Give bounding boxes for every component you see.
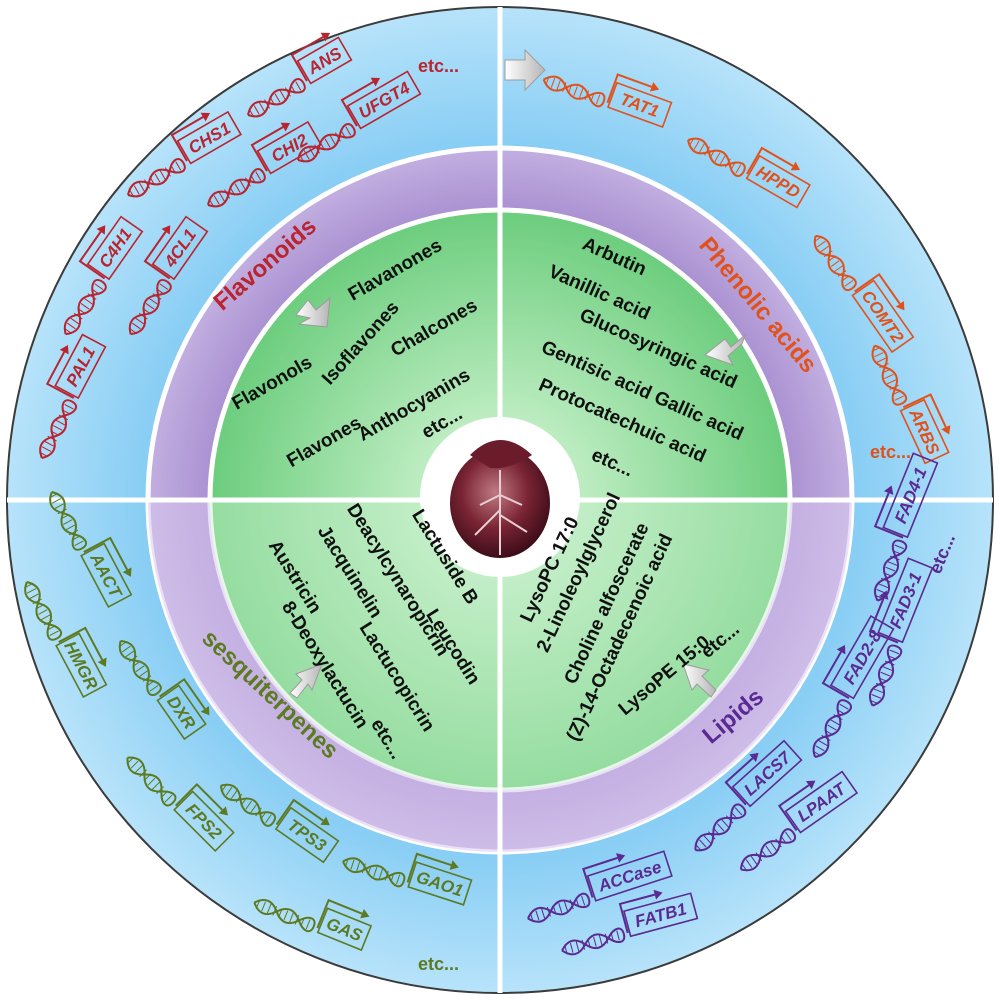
promoter-arrow-icon (902, 393, 947, 428)
flow-arrows (289, 48, 747, 699)
dna-helix-icon (871, 344, 908, 406)
gene-box (173, 790, 235, 853)
gene-box (296, 36, 353, 85)
promoter-arrow-icon (854, 272, 901, 305)
gene-box (877, 557, 934, 644)
promoter-arrow-icon (746, 146, 794, 175)
dna-helix-icon (126, 756, 177, 807)
promoter-arrow-icon (174, 783, 224, 811)
promoter-arrow-icon (170, 116, 204, 162)
gene-box (274, 806, 340, 864)
promoter-arrow-icon (290, 36, 324, 82)
gene-etc-sesquiterpenes: etc... (418, 954, 459, 974)
dna-helix-icon (869, 644, 903, 707)
gene-box (586, 850, 673, 902)
promoter-arrow-icon (340, 81, 374, 127)
gene-box (745, 154, 811, 209)
dna-helix-icon (128, 278, 172, 336)
promoter-arrow-icon (275, 798, 324, 826)
promoter-arrow-icon (83, 536, 129, 571)
dna-helix-icon (874, 539, 908, 602)
gene-etc-phenolic: etc... (870, 442, 911, 462)
arrow-phenolic (703, 333, 747, 366)
arrow-flavonoids (295, 296, 331, 328)
dna-helix-icon (812, 699, 852, 758)
gene-box (851, 279, 915, 354)
gene-box (731, 739, 803, 808)
promoter-arrow-icon (143, 231, 171, 280)
dna-helix-icon (207, 168, 266, 208)
dna-helix-icon (63, 278, 107, 336)
gene-box (607, 81, 673, 129)
promoter-arrow-icon (58, 626, 104, 661)
gene-box (176, 110, 242, 165)
promoter-arrow-icon (159, 677, 206, 710)
gene-fatb1: FATB1 (561, 889, 699, 956)
promoter-arrow-icon (45, 351, 75, 399)
dna-helix-icon (561, 927, 626, 956)
arrow-lipids (682, 663, 717, 698)
gene-box (80, 542, 133, 609)
dna-helix-icon (527, 892, 591, 923)
dna-helix-icon (24, 581, 63, 641)
promoter-arrow-icon (250, 126, 284, 172)
dna-helix-icon (542, 75, 606, 108)
dna-helix-icon (49, 491, 88, 551)
promoter-arrow-icon (316, 898, 363, 929)
gene-box (622, 892, 699, 938)
dna-helix-icon (253, 899, 316, 933)
gene-box (899, 398, 950, 465)
gene-box (346, 70, 422, 130)
gene-box (882, 452, 939, 539)
dna-helix-icon (219, 783, 277, 827)
dna-helix-icon (118, 639, 162, 697)
gene-box (54, 333, 107, 400)
dna-helix-icon (694, 803, 747, 852)
arrow-flav-to-phen (504, 48, 546, 92)
dna-helix-icon (247, 78, 306, 118)
dna-helix-icon (127, 158, 186, 198)
promoter-arrow-icon (78, 231, 106, 280)
gene-box (55, 632, 108, 699)
dna-helix-icon (813, 234, 857, 292)
promoter-arrow-icon (777, 784, 810, 831)
arrow-sesquiterpenes (289, 663, 323, 699)
middle-ring-lower-tint (148, 500, 852, 852)
promoter-arrow-icon (606, 73, 652, 104)
gene-box (151, 215, 209, 281)
promoter-arrow-icon (618, 893, 655, 934)
gene-box (316, 907, 373, 952)
promoter-arrow-icon (582, 856, 618, 898)
chicory-head-image (450, 440, 550, 558)
dna-helix-icon (739, 828, 797, 872)
gene-etc-flavonoids: etc... (418, 56, 459, 76)
gene-box (256, 120, 322, 175)
promoter-arrow-icon (873, 492, 904, 539)
promoter-arrow-icon (724, 757, 754, 806)
promoter-arrow-icon (821, 651, 850, 699)
dna-helix-icon (342, 857, 406, 888)
gene-box (86, 215, 144, 281)
gene-box (407, 861, 473, 906)
dna-helix-icon (687, 137, 746, 177)
gene-box (156, 684, 207, 741)
promoter-arrow-icon (406, 852, 452, 883)
dna-helix-icon (39, 399, 78, 459)
gene-box (829, 614, 895, 700)
gene-box (784, 770, 859, 834)
